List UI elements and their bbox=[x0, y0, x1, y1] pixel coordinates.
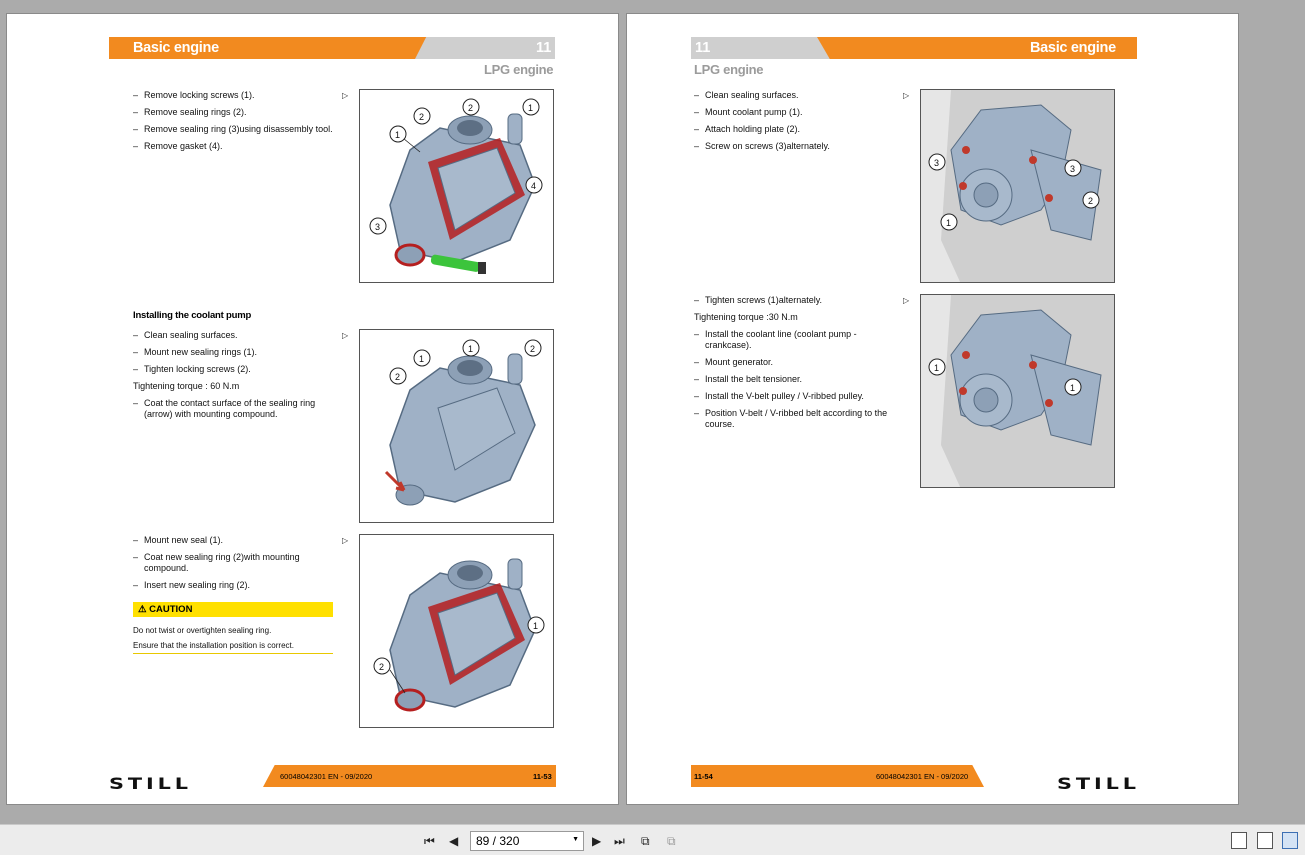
step-item: –Mount new sealing rings (1). bbox=[133, 347, 258, 357]
svg-text:1: 1 bbox=[419, 354, 424, 364]
step-item: –Insert new sealing ring (2). bbox=[133, 580, 251, 590]
chapter-number: 11 bbox=[695, 40, 711, 56]
rotate-view-icon[interactable]: ⧉ bbox=[641, 834, 650, 848]
footer-doc-number: 60048042301 EN - 09/2020 bbox=[280, 772, 373, 781]
step-item: –Mount generator. bbox=[694, 357, 774, 367]
svg-text:2: 2 bbox=[419, 112, 424, 122]
svg-text:2: 2 bbox=[395, 372, 400, 382]
svg-text:2: 2 bbox=[530, 344, 535, 354]
compare-view-icon[interactable]: ⧉ bbox=[667, 834, 676, 848]
footer-bar bbox=[263, 765, 556, 787]
figure-reference-icon: ▷ bbox=[342, 331, 349, 340]
svg-text:3: 3 bbox=[375, 222, 380, 232]
page-select[interactable]: 89 / 320▼ bbox=[470, 831, 584, 851]
chapter-number: 11 bbox=[536, 40, 552, 56]
header-subtitle: LPG engine bbox=[484, 62, 554, 77]
step-item: –Install the V-belt pulley / V-ribbed pu… bbox=[694, 391, 864, 401]
step-list: –Clean sealing surfaces. –Mount coolant … bbox=[694, 90, 894, 158]
still-logo: STILL bbox=[109, 774, 192, 793]
next-page-icon[interactable]: ▶ bbox=[592, 834, 602, 848]
step-item: –Install the belt tensioner. bbox=[694, 374, 803, 384]
figure-reference-icon: ▷ bbox=[903, 91, 910, 100]
step-item: –Coat new sealing ring (2)with mounting … bbox=[133, 552, 300, 573]
svg-text:2: 2 bbox=[1088, 196, 1093, 206]
torque-value: Tightening torque :30 N.m bbox=[694, 312, 798, 322]
header-chapter-bar bbox=[415, 37, 555, 59]
figure-reference-icon: ▷ bbox=[903, 296, 910, 305]
left-page: Basic engine 11 LPG engine –Remove locki… bbox=[6, 13, 619, 805]
svg-text:1: 1 bbox=[1070, 383, 1075, 393]
first-page-icon[interactable]: ⏮ bbox=[424, 834, 435, 848]
svg-text:4: 4 bbox=[531, 181, 536, 191]
footer-bar bbox=[691, 765, 984, 787]
svg-text:1: 1 bbox=[468, 344, 473, 354]
header-bar bbox=[817, 37, 1137, 59]
step-item: –Attach holding plate (2). bbox=[694, 124, 801, 134]
step-item: –Clean sealing surfaces. bbox=[694, 90, 799, 100]
section-title: Installing the coolant pump bbox=[133, 310, 252, 321]
two-page-view-icon[interactable] bbox=[1282, 832, 1298, 849]
still-logo: STILL bbox=[1057, 774, 1140, 793]
coolant-pump-figure: 1 2 2 1 4 3 bbox=[359, 89, 554, 283]
figure-reference-icon: ▷ bbox=[342, 91, 349, 100]
step-item: –Clean sealing surfaces. bbox=[133, 330, 238, 340]
step-item: –Remove sealing ring (3)using disassembl… bbox=[133, 124, 333, 134]
svg-text:2: 2 bbox=[468, 103, 473, 113]
step-item: –Install the coolant line (coolant pump … bbox=[694, 329, 857, 350]
header-title: Basic engine bbox=[133, 40, 219, 56]
step-list: –Mount new seal (1). –Coat new sealing r… bbox=[133, 535, 333, 597]
step-item: –Mount new seal (1). bbox=[133, 535, 224, 545]
coolant-pump-figure: 1 2 bbox=[359, 534, 554, 728]
step-list: –Clean sealing surfaces. –Mount new seal… bbox=[133, 330, 333, 426]
caution-box: ⚠ CAUTION Do not twist or overtighten se… bbox=[133, 602, 333, 654]
step-item: –Tighten locking screws (2). bbox=[133, 364, 251, 374]
step-item: –Remove locking screws (1). bbox=[133, 90, 255, 100]
coolant-pump-figure: 1 2 1 2 bbox=[359, 329, 554, 523]
single-page-view-icon[interactable] bbox=[1231, 832, 1247, 849]
svg-text:1: 1 bbox=[395, 130, 400, 140]
svg-text:1: 1 bbox=[934, 363, 939, 373]
header-bar bbox=[109, 37, 429, 59]
continuous-view-icon[interactable] bbox=[1257, 832, 1273, 849]
step-item: –Remove gasket (4). bbox=[133, 141, 223, 151]
engine-block-figure: 1 1 bbox=[920, 294, 1115, 488]
viewer-toolbar: ⏮ ◀ 89 / 320▼ ▶ ⏭ ⧉ ⧉ bbox=[0, 824, 1305, 855]
engine-block-figure: 3 3 2 1 bbox=[920, 89, 1115, 283]
footer-page-number: 11-53 bbox=[533, 772, 552, 781]
footer-doc-number: 60048042301 EN - 09/2020 bbox=[876, 772, 969, 781]
svg-text:3: 3 bbox=[1070, 164, 1075, 174]
torque-value: Tightening torque : 60 N.m bbox=[133, 381, 240, 391]
header-subtitle: LPG engine bbox=[694, 62, 764, 77]
header-title: Basic engine bbox=[1030, 40, 1116, 56]
step-item: –Screw on screws (3)alternately. bbox=[694, 141, 830, 151]
step-item: –Mount coolant pump (1). bbox=[694, 107, 803, 117]
svg-text:1: 1 bbox=[533, 621, 538, 631]
svg-text:1: 1 bbox=[528, 103, 533, 113]
step-item: –Coat the contact surface of the sealing… bbox=[133, 398, 316, 419]
step-list: –Tighten screws (1)alternately. Tighteni… bbox=[694, 295, 894, 436]
previous-page-icon[interactable]: ◀ bbox=[449, 834, 459, 848]
step-item: –Remove sealing rings (2). bbox=[133, 107, 247, 117]
step-item: –Tighten screws (1)alternately. bbox=[694, 295, 823, 305]
figure-reference-icon: ▷ bbox=[342, 536, 349, 545]
header-chapter-bar bbox=[691, 37, 831, 59]
svg-text:3: 3 bbox=[934, 158, 939, 168]
step-item: –Position V-belt / V-ribbed belt accordi… bbox=[694, 408, 888, 429]
step-list: –Remove locking screws (1). –Remove seal… bbox=[133, 90, 333, 158]
caution-text: Do not twist or overtighten sealing ring… bbox=[133, 617, 333, 654]
last-page-icon[interactable]: ⏭ bbox=[614, 834, 625, 848]
right-page: 11 Basic engine LPG engine –Clean sealin… bbox=[626, 13, 1239, 805]
svg-text:2: 2 bbox=[379, 662, 384, 672]
caution-label: ⚠ CAUTION bbox=[133, 602, 333, 617]
footer-page-number: 11-54 bbox=[694, 772, 713, 781]
svg-text:1: 1 bbox=[946, 218, 951, 228]
